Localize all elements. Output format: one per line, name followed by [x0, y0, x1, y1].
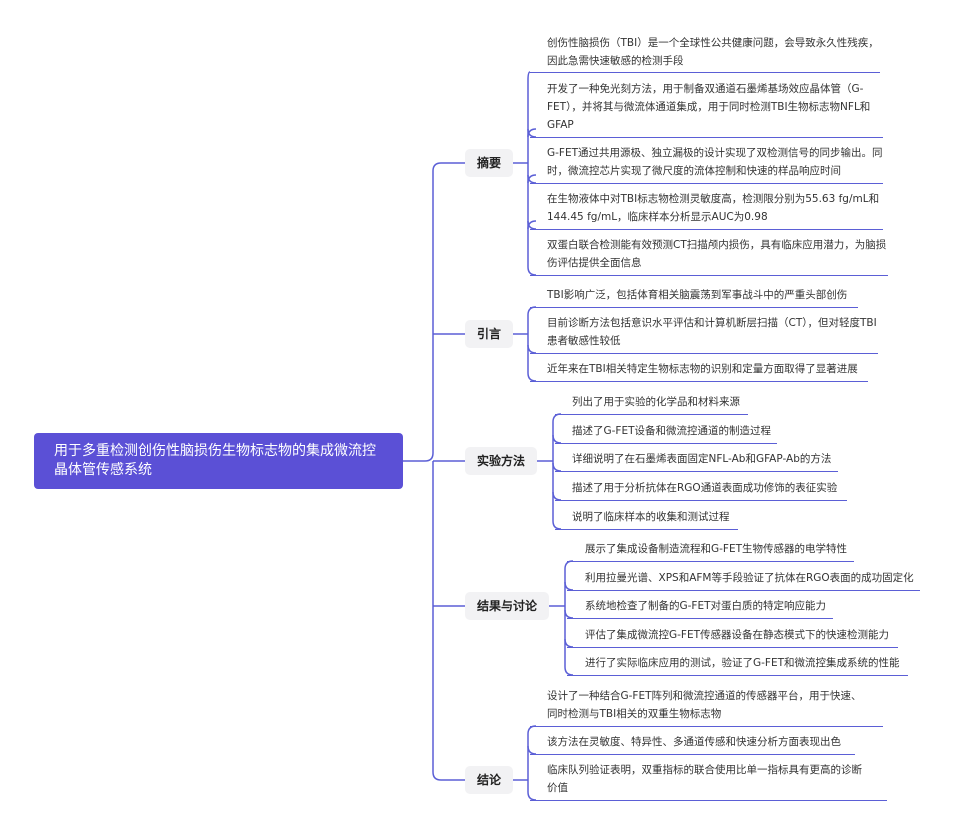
leaf-results-4[interactable]: 评估了集成微流控G-FET传感器设备在静态模式下的快速检测能力 [567, 626, 898, 648]
leaf-abstract-2[interactable]: 开发了一种免光刻方法，用于制备双通道石墨烯基场效应晶体管（G-FET），并将其与… [530, 80, 883, 138]
leaf-conclusion-3[interactable]: 临床队列验证表明，双重指标的联合使用比单一指标具有更高的诊断价值 [530, 761, 887, 801]
leaf-results-2[interactable]: 利用拉曼光谱、XPS和AFM等手段验证了抗体在RGO表面的成功固定化 [567, 569, 920, 591]
branch-abstract[interactable]: 摘要 [465, 149, 514, 177]
leaf-abstract-3[interactable]: G-FET通过共用源极、独立漏极的设计实现了双检测信号的同步输出。同时，微流控芯… [530, 144, 883, 184]
leaf-methods-1[interactable]: 列出了用于实验的化学品和材料来源 [555, 393, 748, 415]
branch-results-discussion[interactable]: 结果与讨论 [465, 592, 550, 620]
leaf-results-3[interactable]: 系统地检查了制备的G-FET对蛋白质的特定响应能力 [567, 597, 833, 619]
leaf-intro-3[interactable]: 近年来在TBI相关特定生物标志物的识别和定量方面取得了显著进展 [530, 360, 868, 382]
leaf-methods-2[interactable]: 描述了G-FET设备和微流控通道的制造过程 [555, 422, 777, 444]
root-topic[interactable]: 用于多重检测创伤性脑损伤生物标志物的集成微流控晶体管传感系统 [34, 433, 403, 489]
leaf-abstract-1[interactable]: 创伤性脑损伤（TBI）是一个全球性公共健康问题，会导致永久性残疾，因此急需快速敏… [530, 34, 880, 73]
leaf-results-5[interactable]: 进行了实际临床应用的测试，验证了G-FET和微流控集成系统的性能 [567, 654, 908, 676]
leaf-methods-4[interactable]: 描述了用于分析抗体在RGO通道表面成功修饰的表征实验 [555, 479, 847, 501]
branch-methods[interactable]: 实验方法 [465, 447, 538, 475]
leaf-intro-2[interactable]: 目前诊断方法包括意识水平评估和计算机断层扫描（CT），但对轻度TBI患者敏感性较… [530, 314, 878, 354]
leaf-conclusion-2[interactable]: 该方法在灵敏度、特异性、多通道传感和快速分析方面表现出色 [530, 733, 855, 755]
branch-introduction[interactable]: 引言 [465, 320, 514, 348]
leaf-methods-3[interactable]: 详细说明了在石墨烯表面固定NFL-Ab和GFAP-Ab的方法 [555, 450, 838, 472]
leaf-methods-5[interactable]: 说明了临床样本的收集和测试过程 [555, 508, 738, 530]
leaf-conclusion-1[interactable]: 设计了一种结合G-FET阵列和微流控通道的传感器平台，用于快速、同时检测与TBI… [530, 687, 883, 727]
leaf-abstract-5[interactable]: 双蛋白联合检测能有效预测CT扫描颅内损伤，具有临床应用潜力，为脑损伤评估提供全面… [530, 236, 888, 276]
leaf-results-1[interactable]: 展示了集成设备制造流程和G-FET生物传感器的电学特性 [567, 540, 854, 562]
leaf-intro-1[interactable]: TBI影响广泛，包括体育相关脑震荡到军事战斗中的严重头部创伤 [530, 286, 858, 308]
leaf-abstract-4[interactable]: 在生物液体中对TBI标志物检测灵敏度高，检测限分别为55.63 fg/mL和14… [530, 190, 883, 230]
branch-conclusion[interactable]: 结论 [465, 766, 514, 794]
